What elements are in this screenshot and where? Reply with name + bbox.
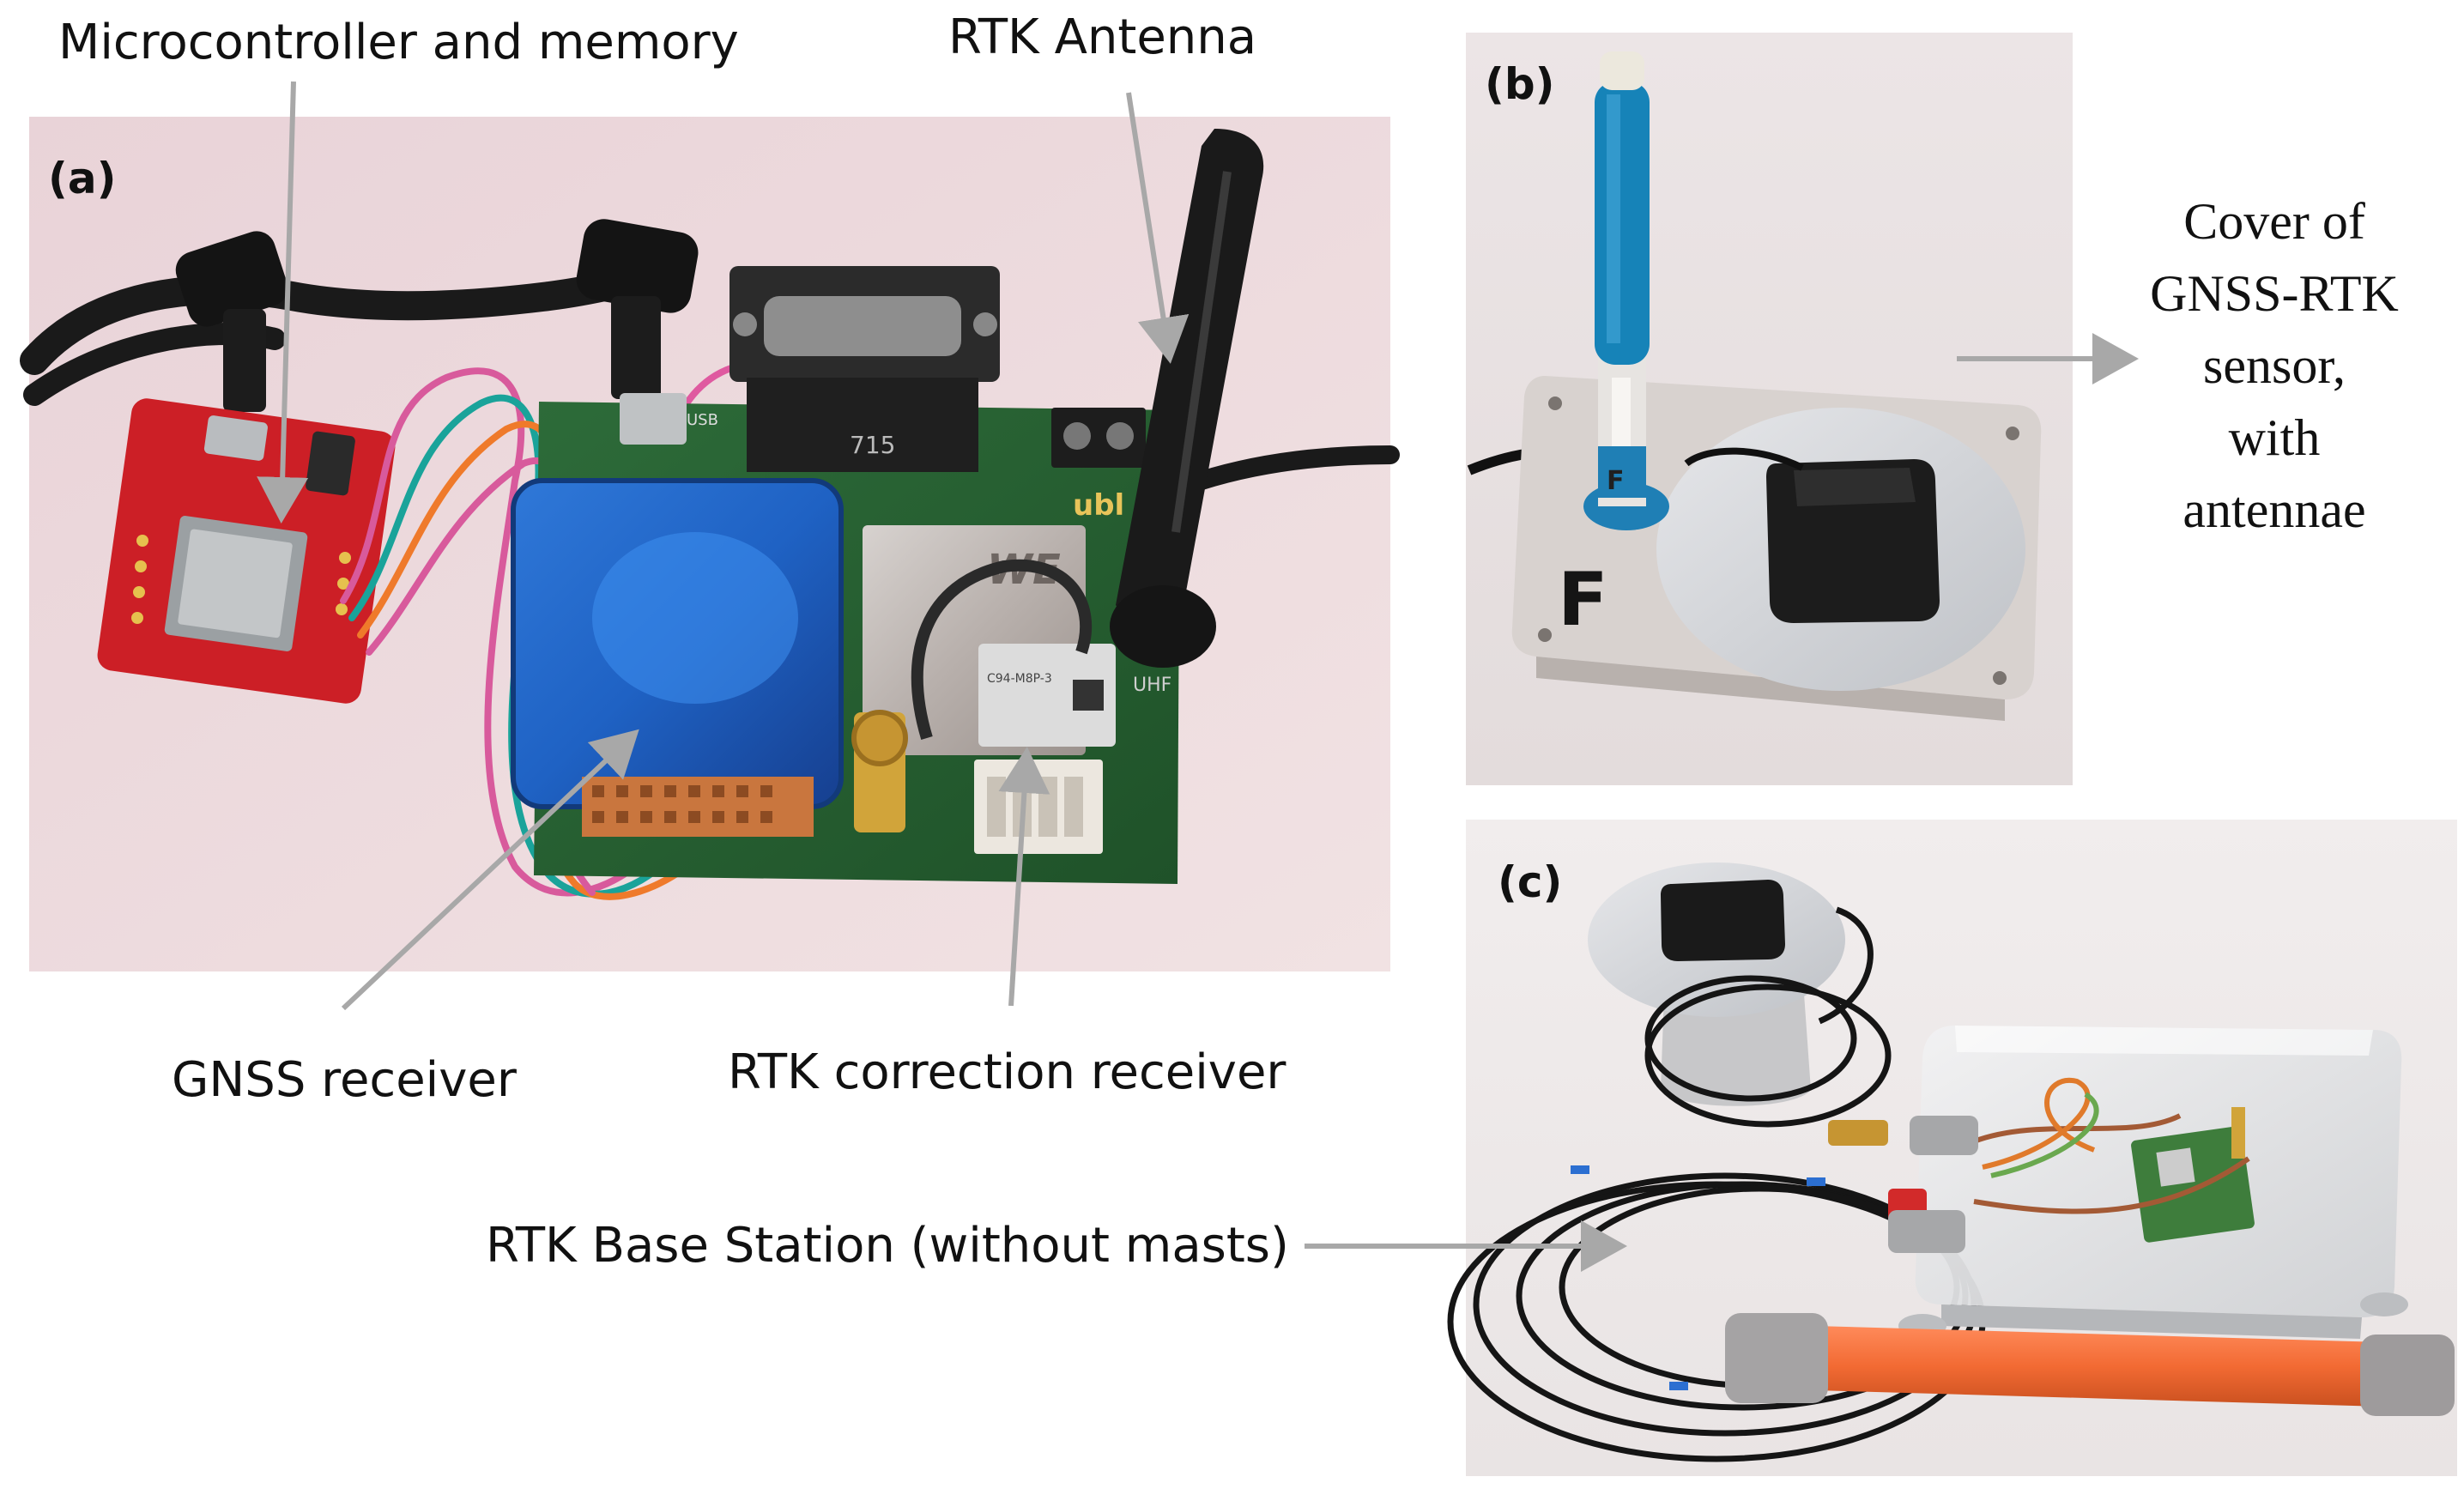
rtk-whip-antenna bbox=[1110, 129, 1264, 668]
panel-label-c: (c) bbox=[1498, 857, 1562, 907]
cover-caption-line-5: antennae bbox=[2182, 481, 2365, 538]
uhf-silkscreen: UHF bbox=[1133, 675, 1171, 696]
cover-caption: Cover of GNSS-RTK sensor, with antennae bbox=[2150, 193, 2399, 538]
microcontroller-board bbox=[97, 398, 396, 704]
arrow-rtk-antenna bbox=[1126, 92, 1190, 364]
main-pcb: 715 USB bbox=[511, 266, 1180, 884]
arrow-rtk-correction bbox=[998, 747, 1050, 1007]
label-microcontroller: Microcontroller and memory bbox=[58, 15, 739, 70]
panel-label-a: (a) bbox=[48, 154, 116, 203]
photo-panel-c bbox=[1447, 820, 2457, 1476]
arrow-gnss-receiver bbox=[341, 729, 639, 1011]
usb-plug-left bbox=[175, 231, 288, 412]
cover-caption-line-4: with bbox=[2229, 409, 2321, 466]
photo-panel-a: 715 USB bbox=[20, 117, 1400, 971]
panel-label-b: (b) bbox=[1485, 59, 1555, 109]
labels: Microcontroller and memory RTK Antenna G… bbox=[48, 9, 2399, 1274]
usb-silkscreen: USB bbox=[687, 411, 718, 429]
label-base-station: RTK Base Station (without masts) bbox=[486, 1218, 1289, 1274]
annotation-arrows bbox=[257, 81, 2139, 1272]
probe-marking: F bbox=[1607, 466, 1625, 496]
cover-caption-line-3: sensor, bbox=[2203, 337, 2346, 394]
label-gnss-receiver: GNSS receiver bbox=[172, 1052, 518, 1108]
part-number-label: 715 bbox=[850, 431, 895, 459]
case-letter: F bbox=[1558, 557, 1608, 643]
usb-plug-right bbox=[576, 219, 699, 399]
photo-panel-b: F F bbox=[1466, 33, 2073, 785]
cover-caption-line-2: GNSS-RTK bbox=[2150, 265, 2399, 322]
ublox-logo-text: ubl bbox=[1073, 488, 1124, 523]
arrow-microcontroller bbox=[257, 81, 309, 524]
label-rtk-correction: RTK correction receiver bbox=[728, 1044, 1286, 1100]
module-label: C94-M8P-3 bbox=[987, 672, 1052, 686]
label-rtk-antenna: RTK Antenna bbox=[948, 9, 1256, 65]
cover-caption-line-1: Cover of bbox=[2183, 193, 2365, 250]
